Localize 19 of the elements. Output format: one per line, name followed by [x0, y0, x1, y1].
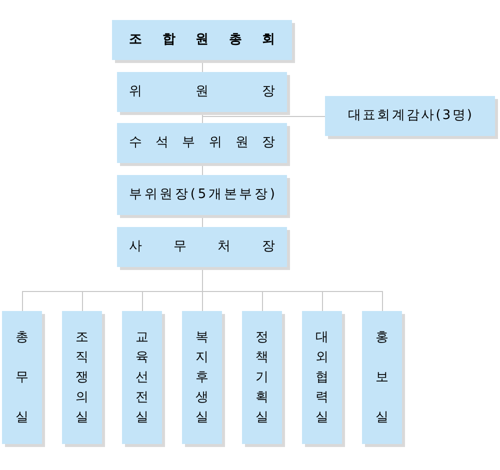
department-box: 총무실 — [2, 311, 45, 447]
org-box: 부위원장(5개본부장) — [117, 175, 290, 218]
connector-line — [202, 218, 203, 228]
org-box: 사무처장 — [117, 227, 290, 270]
org-box: 수석부위원장 — [117, 123, 290, 166]
connector-line — [202, 62, 203, 72]
department-box: 교육선전실 — [122, 311, 165, 447]
connector-line — [202, 166, 203, 176]
department-box: 홍보실 — [362, 311, 405, 447]
department-box: 정책기획실 — [242, 311, 285, 447]
department-box: 조직쟁의실 — [62, 311, 105, 447]
org-box: 조합원총회 — [112, 20, 295, 63]
department-box: 대외협력실 — [302, 311, 345, 447]
connector-line — [202, 114, 326, 117]
connector-line — [202, 114, 203, 124]
org-box: 대표회계감사(3명) — [325, 96, 498, 139]
connector-line — [202, 270, 383, 312]
org-box: 위원장 — [117, 72, 290, 115]
department-box: 복지후생실 — [182, 311, 225, 447]
